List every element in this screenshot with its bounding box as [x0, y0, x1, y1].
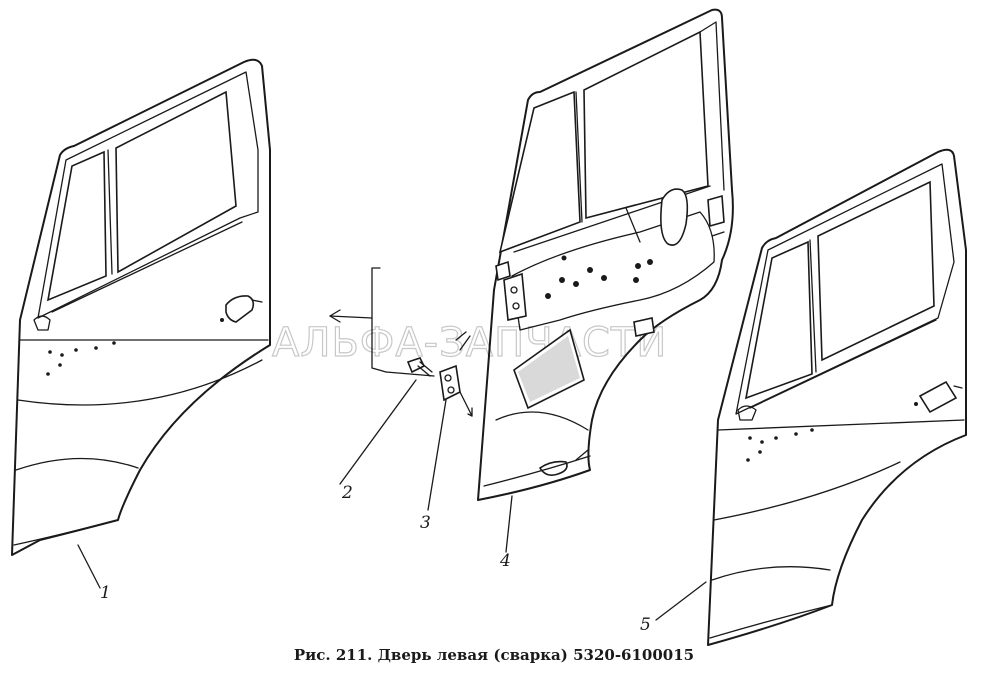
leader-lines — [77, 495, 707, 621]
callout-5: 5 — [640, 615, 651, 635]
door-5-outer-panel — [707, 148, 967, 646]
door-4-inner-frame — [477, 8, 734, 501]
callout-3: 3 — [420, 513, 431, 533]
figure-caption: Рис. 211. Дверь левая (сварка) 5320-6100… — [293, 646, 695, 664]
callout-4: 4 — [499, 551, 511, 571]
door-1-outer-panel — [11, 58, 271, 556]
part-2-bolt — [339, 357, 433, 485]
callout-1: 1 — [100, 583, 111, 603]
assembly-bracket — [329, 267, 435, 377]
watermark-text: АЛЬФА-ЗАПЧАСТИ — [272, 320, 667, 366]
part-3-hinge — [427, 331, 473, 511]
callout-2: 2 — [341, 483, 353, 503]
